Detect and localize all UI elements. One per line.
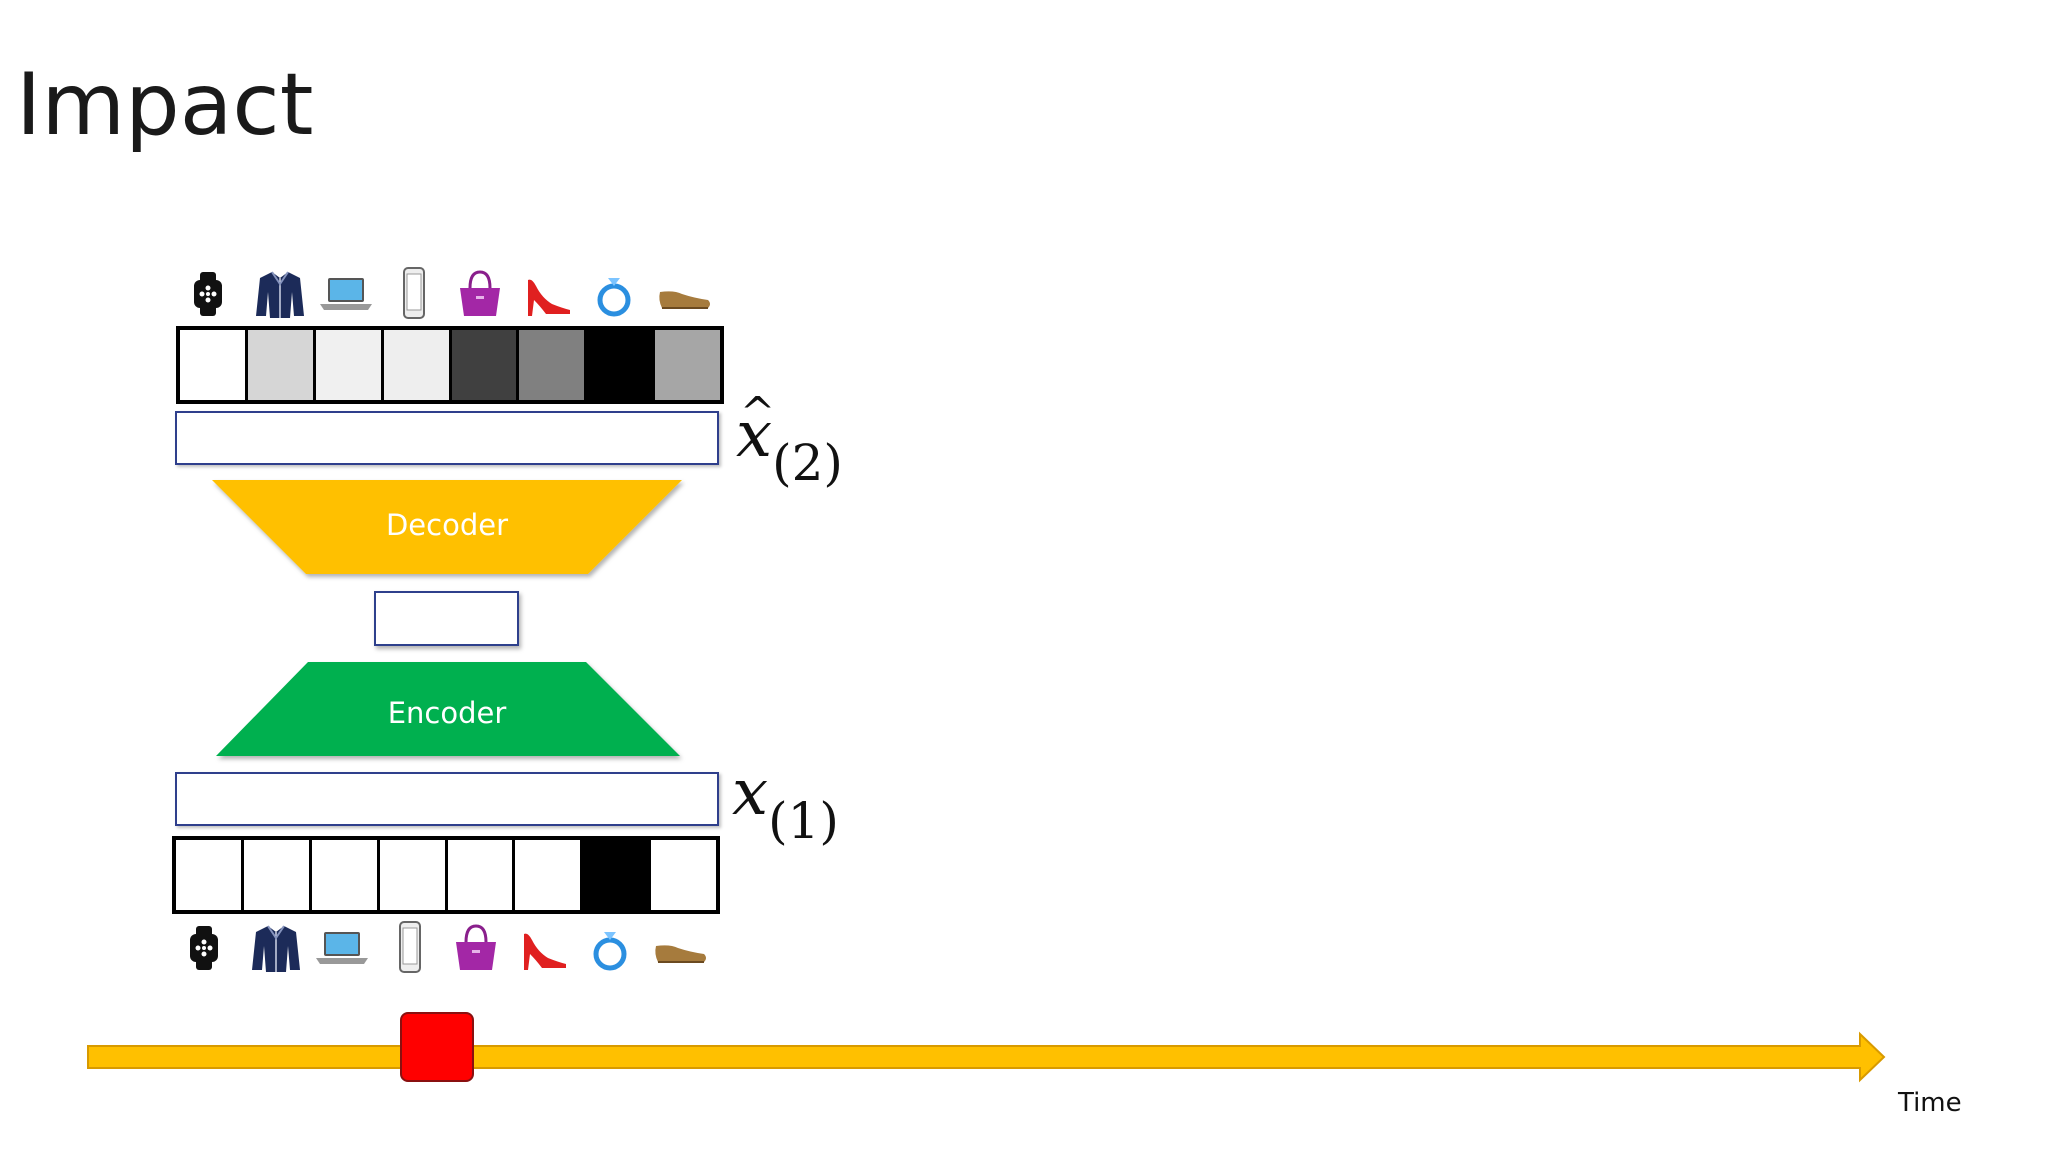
smartwatch-icon [174, 918, 234, 978]
output-vector-box [175, 411, 719, 465]
high-heel-icon [518, 264, 578, 324]
input-cell [311, 840, 380, 910]
output-label: ^x(2) [736, 388, 843, 492]
input-vector-box [175, 772, 719, 826]
time-marker[interactable] [400, 1012, 474, 1082]
output-cell-strip [176, 326, 724, 404]
output-label-symbol: x [736, 398, 773, 472]
ring-icon [584, 264, 644, 324]
handbag-icon [450, 264, 510, 324]
output-cell [180, 330, 248, 400]
input-cell-strip [172, 836, 720, 914]
laptop-icon [316, 264, 376, 324]
smartwatch-icon [178, 264, 238, 324]
input-cell [651, 840, 716, 910]
input-label-subscript: (1) [768, 792, 839, 850]
phone-icon [384, 264, 444, 324]
output-cell [655, 330, 720, 400]
input-cell [447, 840, 516, 910]
input-label: x(1) [732, 756, 839, 850]
output-cell [587, 330, 656, 400]
output-cell [519, 330, 588, 400]
high-heel-icon [514, 918, 574, 978]
input-cell [176, 840, 244, 910]
hat-mark: ^ [740, 388, 776, 437]
input-item-icons [174, 918, 724, 978]
input-cell [515, 840, 584, 910]
input-cell [583, 840, 652, 910]
output-label-subscript: (2) [772, 434, 843, 492]
decoder-label: Decoder [385, 508, 509, 542]
latent-code-box [374, 591, 519, 646]
output-item-icons [178, 264, 728, 324]
decoder-shape [212, 480, 682, 574]
output-cell [315, 330, 384, 400]
timeline-arrow [87, 1031, 1886, 1083]
output-cell [383, 330, 452, 400]
ring-icon [580, 918, 640, 978]
shoe-icon [650, 918, 710, 978]
output-cell [247, 330, 316, 400]
laptop-icon [312, 918, 372, 978]
encoder-label: Encoder [387, 696, 507, 730]
encoder-shape [216, 662, 680, 756]
input-label-symbol: x [732, 756, 769, 830]
jacket-icon [246, 918, 306, 978]
time-axis-label: Time [1898, 1088, 1962, 1118]
input-cell [243, 840, 312, 910]
input-cell [379, 840, 448, 910]
handbag-icon [446, 918, 506, 978]
slide-title: Impact [16, 55, 314, 155]
shoe-icon [654, 264, 714, 324]
jacket-icon [250, 264, 310, 324]
phone-icon [380, 918, 440, 978]
output-cell [451, 330, 520, 400]
